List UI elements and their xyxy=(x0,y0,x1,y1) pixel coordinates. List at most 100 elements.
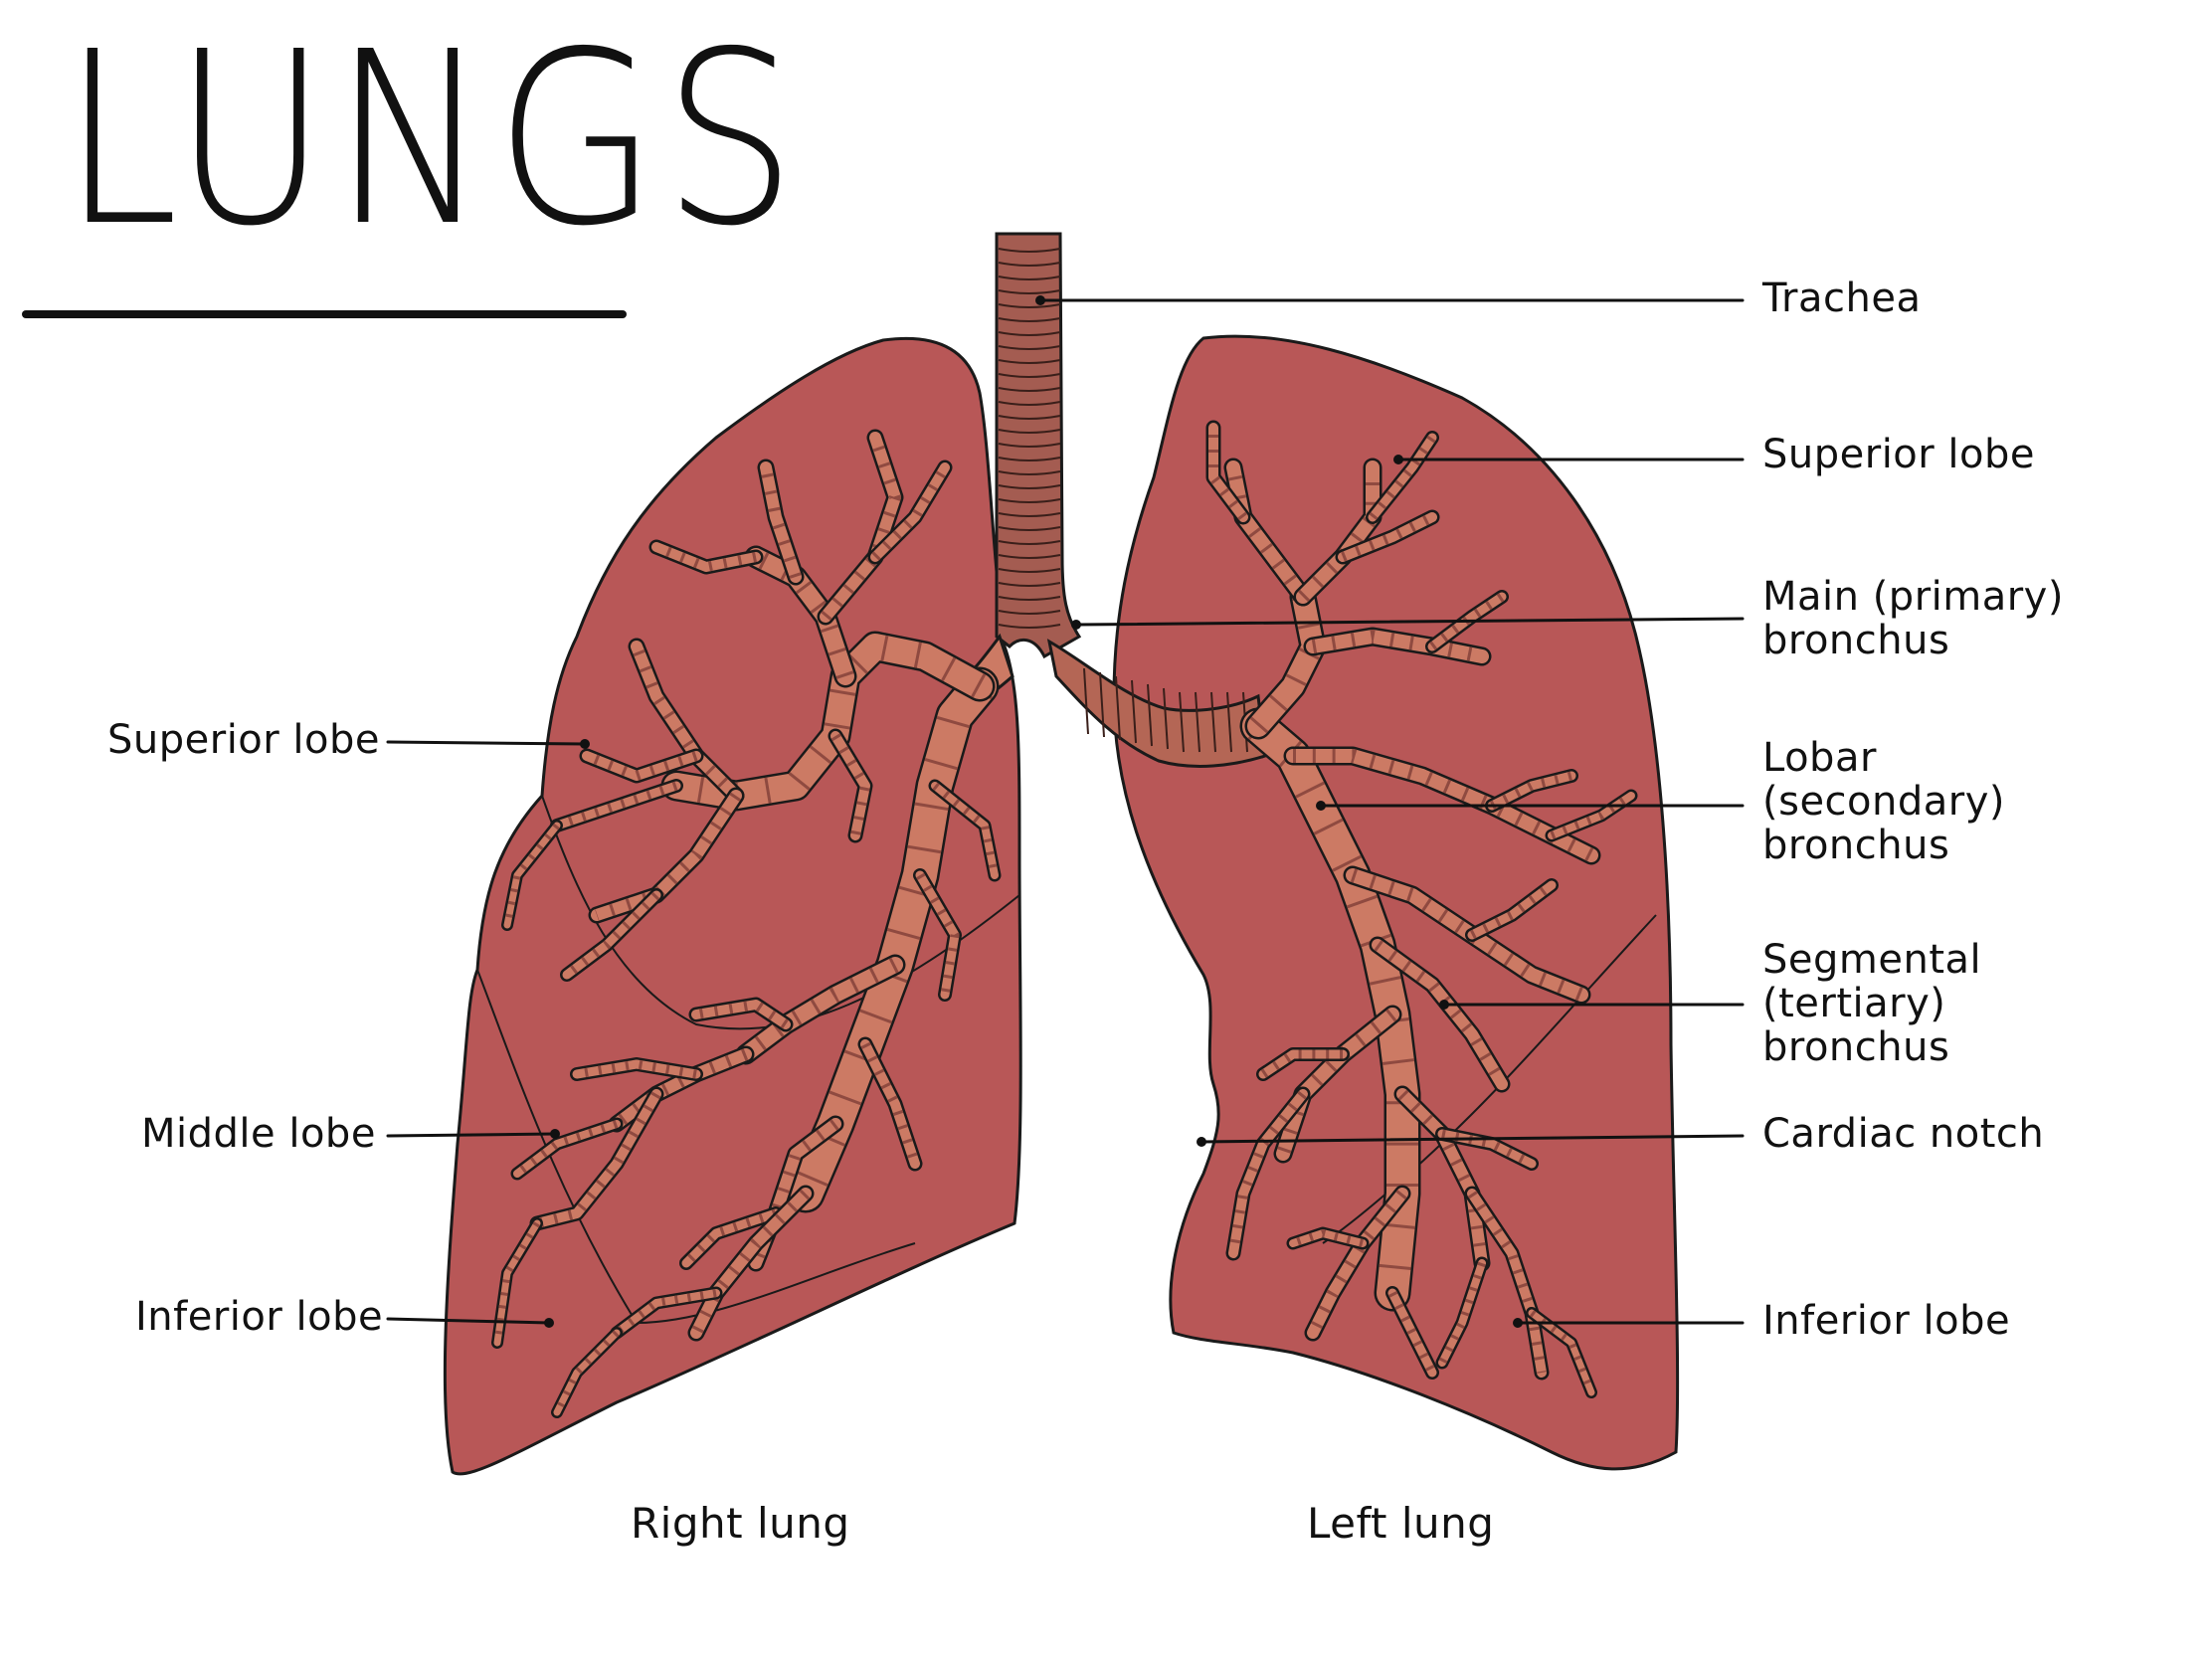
airway-segment xyxy=(1306,630,1489,663)
leader-dot xyxy=(1439,1000,1449,1010)
airway-segment xyxy=(870,462,950,562)
label-inferior-lobe-right-lung: Inferior lobe xyxy=(135,1294,384,1340)
caption-right-lung: Right lung xyxy=(631,1499,850,1548)
leader-dot xyxy=(1197,1137,1206,1147)
airway-rings xyxy=(654,542,757,572)
bronchus-ring xyxy=(1099,671,1105,738)
airway-segment xyxy=(1437,1129,1537,1169)
airway-segment xyxy=(760,461,802,583)
caption-left-lung: Left lung xyxy=(1307,1499,1495,1548)
airway-segment xyxy=(820,432,901,623)
airway-rings xyxy=(1228,1090,1307,1254)
airway-segment xyxy=(1307,1188,1408,1339)
bronchus-ring xyxy=(1147,683,1153,747)
label-superior-lobe-left-lung: Superior lobe xyxy=(1762,432,2036,477)
trachea-ring xyxy=(998,331,1061,336)
airway-segment xyxy=(503,822,561,929)
leader-dot xyxy=(1316,801,1326,811)
trachea-ring xyxy=(998,443,1061,448)
airway-rings xyxy=(1429,593,1505,650)
trachea-ring xyxy=(998,373,1061,378)
title-underline xyxy=(22,310,627,318)
trachea-ring xyxy=(998,610,1061,615)
airway-segment xyxy=(553,1329,621,1416)
airway-rings xyxy=(690,1189,811,1336)
airway-rings xyxy=(830,733,870,836)
airway-rings xyxy=(564,891,660,979)
trachea-ring xyxy=(998,582,1061,587)
trachea-ring xyxy=(998,526,1061,531)
label-inferior-lobe-left-lung: Inferior lobe xyxy=(1762,1298,2011,1344)
leader-dot xyxy=(580,739,590,749)
bronchus-ring xyxy=(1131,679,1137,744)
airway-segment xyxy=(789,669,997,1210)
bronchus-ring xyxy=(1115,675,1121,741)
airway-rings xyxy=(673,634,987,809)
bronchus-ring xyxy=(1179,691,1185,753)
leader-dot xyxy=(1071,620,1081,630)
trachea-ring xyxy=(998,303,1061,308)
trachea-ring xyxy=(998,289,1061,294)
label-segmental-bronchus: Segmental (tertiary) bronchus xyxy=(1762,937,1982,1070)
leader-line xyxy=(386,1317,551,1325)
label-trachea: Trachea xyxy=(1762,276,1922,321)
trachea-ring xyxy=(998,429,1061,434)
leader-dot xyxy=(1513,1318,1523,1328)
label-main-bronchus: Main (primary) bronchus xyxy=(1762,574,2064,663)
label-lobar-bronchus: Lobar (secondary) bronchus xyxy=(1762,735,2005,868)
leader-line xyxy=(1074,617,1745,627)
trachea-ring xyxy=(998,415,1061,420)
airway-segment xyxy=(552,781,681,830)
bronchus-ring xyxy=(1210,691,1216,753)
trachea-ring xyxy=(998,498,1061,503)
airway-rings xyxy=(1438,1261,1486,1365)
airway-rings xyxy=(613,1048,749,1129)
airway-rings xyxy=(695,1000,789,1029)
bronchus-ring xyxy=(1163,687,1169,750)
airway-rings xyxy=(1467,1191,1547,1374)
left-oblique-fissure xyxy=(1322,914,1657,1244)
airway-segment xyxy=(582,751,701,781)
airway-segment xyxy=(513,1120,621,1178)
airway-segment xyxy=(1368,433,1437,522)
trachea-ring xyxy=(998,359,1061,364)
airway-rings xyxy=(916,872,960,996)
leader-dot xyxy=(550,1129,560,1139)
leader-dot xyxy=(544,1318,554,1328)
leader-dot xyxy=(1393,455,1403,464)
airway-segment xyxy=(613,1289,720,1337)
airway-rings xyxy=(1298,467,1380,602)
trachea-ring xyxy=(998,345,1061,350)
bronchus-ring xyxy=(1195,691,1200,753)
airway-segment xyxy=(572,1059,701,1079)
airway-rings xyxy=(1208,428,1247,520)
airway-rings xyxy=(1489,771,1573,811)
airway-segment xyxy=(1276,1008,1399,1161)
bronchus-ring xyxy=(1083,667,1089,735)
airway-rings xyxy=(1387,1290,1437,1376)
airway-segment xyxy=(747,548,854,685)
airway-rings xyxy=(1550,792,1634,839)
airway-rings xyxy=(1291,1229,1364,1247)
trachea-ring xyxy=(998,262,1061,267)
trachea-ring xyxy=(998,317,1061,322)
trachea-ring xyxy=(998,624,1061,629)
airway-rings xyxy=(595,792,741,921)
bronchus-ring xyxy=(1226,691,1232,753)
trachea-ring xyxy=(998,470,1061,475)
trachea-ring xyxy=(998,457,1061,461)
label-superior-lobe-right-lung: Superior lobe xyxy=(107,717,381,763)
label-middle-lobe-right-lung: Middle lobe xyxy=(141,1111,376,1157)
airway-rings xyxy=(1397,1089,1488,1264)
airway-rings xyxy=(535,1091,661,1228)
trachea-ring xyxy=(998,554,1061,559)
trachea xyxy=(995,232,1082,659)
leader-line xyxy=(386,740,587,746)
diagram-title: LUNGS xyxy=(62,0,802,278)
trachea-ring xyxy=(998,512,1061,517)
bronchial-branches xyxy=(491,420,1638,1418)
airway-segment xyxy=(860,1039,920,1169)
airway-tree xyxy=(491,232,1638,1418)
